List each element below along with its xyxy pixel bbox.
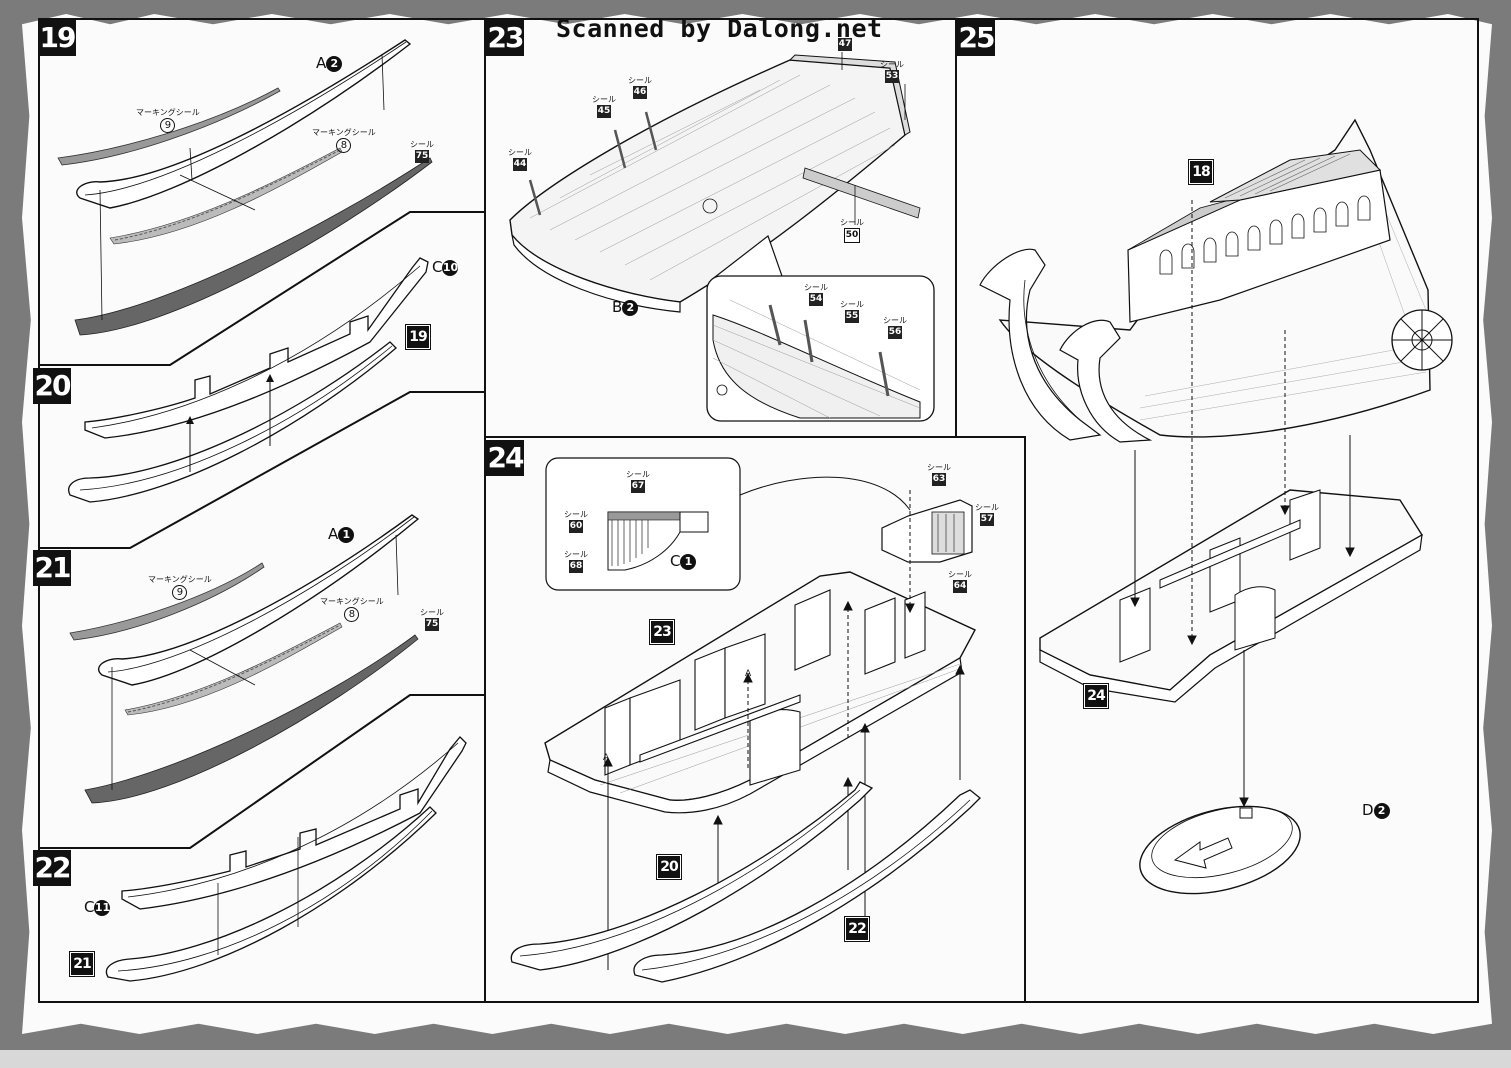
step20-part-c10: C10 bbox=[432, 258, 459, 276]
step25-ref-18: 18 bbox=[1188, 159, 1214, 185]
step-21-marker: 21 bbox=[33, 550, 71, 586]
scanner-watermark: Scanned by Dalong.net bbox=[556, 14, 883, 43]
step22-part-c11: C11 bbox=[84, 898, 111, 916]
step21-diagram bbox=[69, 514, 420, 804]
scanner-margin bbox=[0, 1050, 1511, 1068]
step24-ref-22: 22 bbox=[844, 916, 870, 942]
step23-diagram bbox=[509, 52, 935, 422]
step-25-marker: 25 bbox=[957, 20, 995, 56]
step24-ref-20: 20 bbox=[656, 854, 682, 880]
frame-right bbox=[1477, 18, 1479, 1003]
step23-seal-47: 47 bbox=[838, 38, 852, 51]
frame-bottom bbox=[38, 1001, 1478, 1003]
divider-col2 bbox=[955, 18, 957, 436]
step24-marker-a-1: A bbox=[603, 753, 610, 763]
step24-diagram bbox=[510, 457, 981, 983]
frame-top bbox=[38, 18, 1478, 20]
step-19-marker: 19 bbox=[38, 20, 76, 56]
divider-23-24 bbox=[484, 436, 1025, 438]
divider-col1 bbox=[484, 18, 486, 1003]
step25-diagram bbox=[979, 118, 1453, 895]
divider-col3 bbox=[1024, 436, 1026, 1003]
step19-diagram bbox=[57, 39, 433, 336]
step24-marker-a-2: A bbox=[745, 669, 752, 679]
left-column-separators bbox=[40, 211, 484, 849]
step24-ref-23: 23 bbox=[649, 619, 675, 645]
step22-diagram bbox=[105, 736, 467, 982]
step-24-marker: 24 bbox=[486, 440, 524, 476]
step-20-marker: 20 bbox=[33, 368, 71, 404]
step22-ref-21: 21 bbox=[69, 951, 95, 977]
step25-ref-24: 24 bbox=[1083, 683, 1109, 709]
step20-ref-19: 19 bbox=[405, 324, 431, 350]
step-23-marker: 23 bbox=[486, 20, 524, 56]
step-22-marker: 22 bbox=[33, 850, 71, 886]
step20-diagram bbox=[68, 257, 429, 503]
step24-marker-a-3: A bbox=[845, 603, 852, 613]
frame-left bbox=[38, 18, 40, 1003]
